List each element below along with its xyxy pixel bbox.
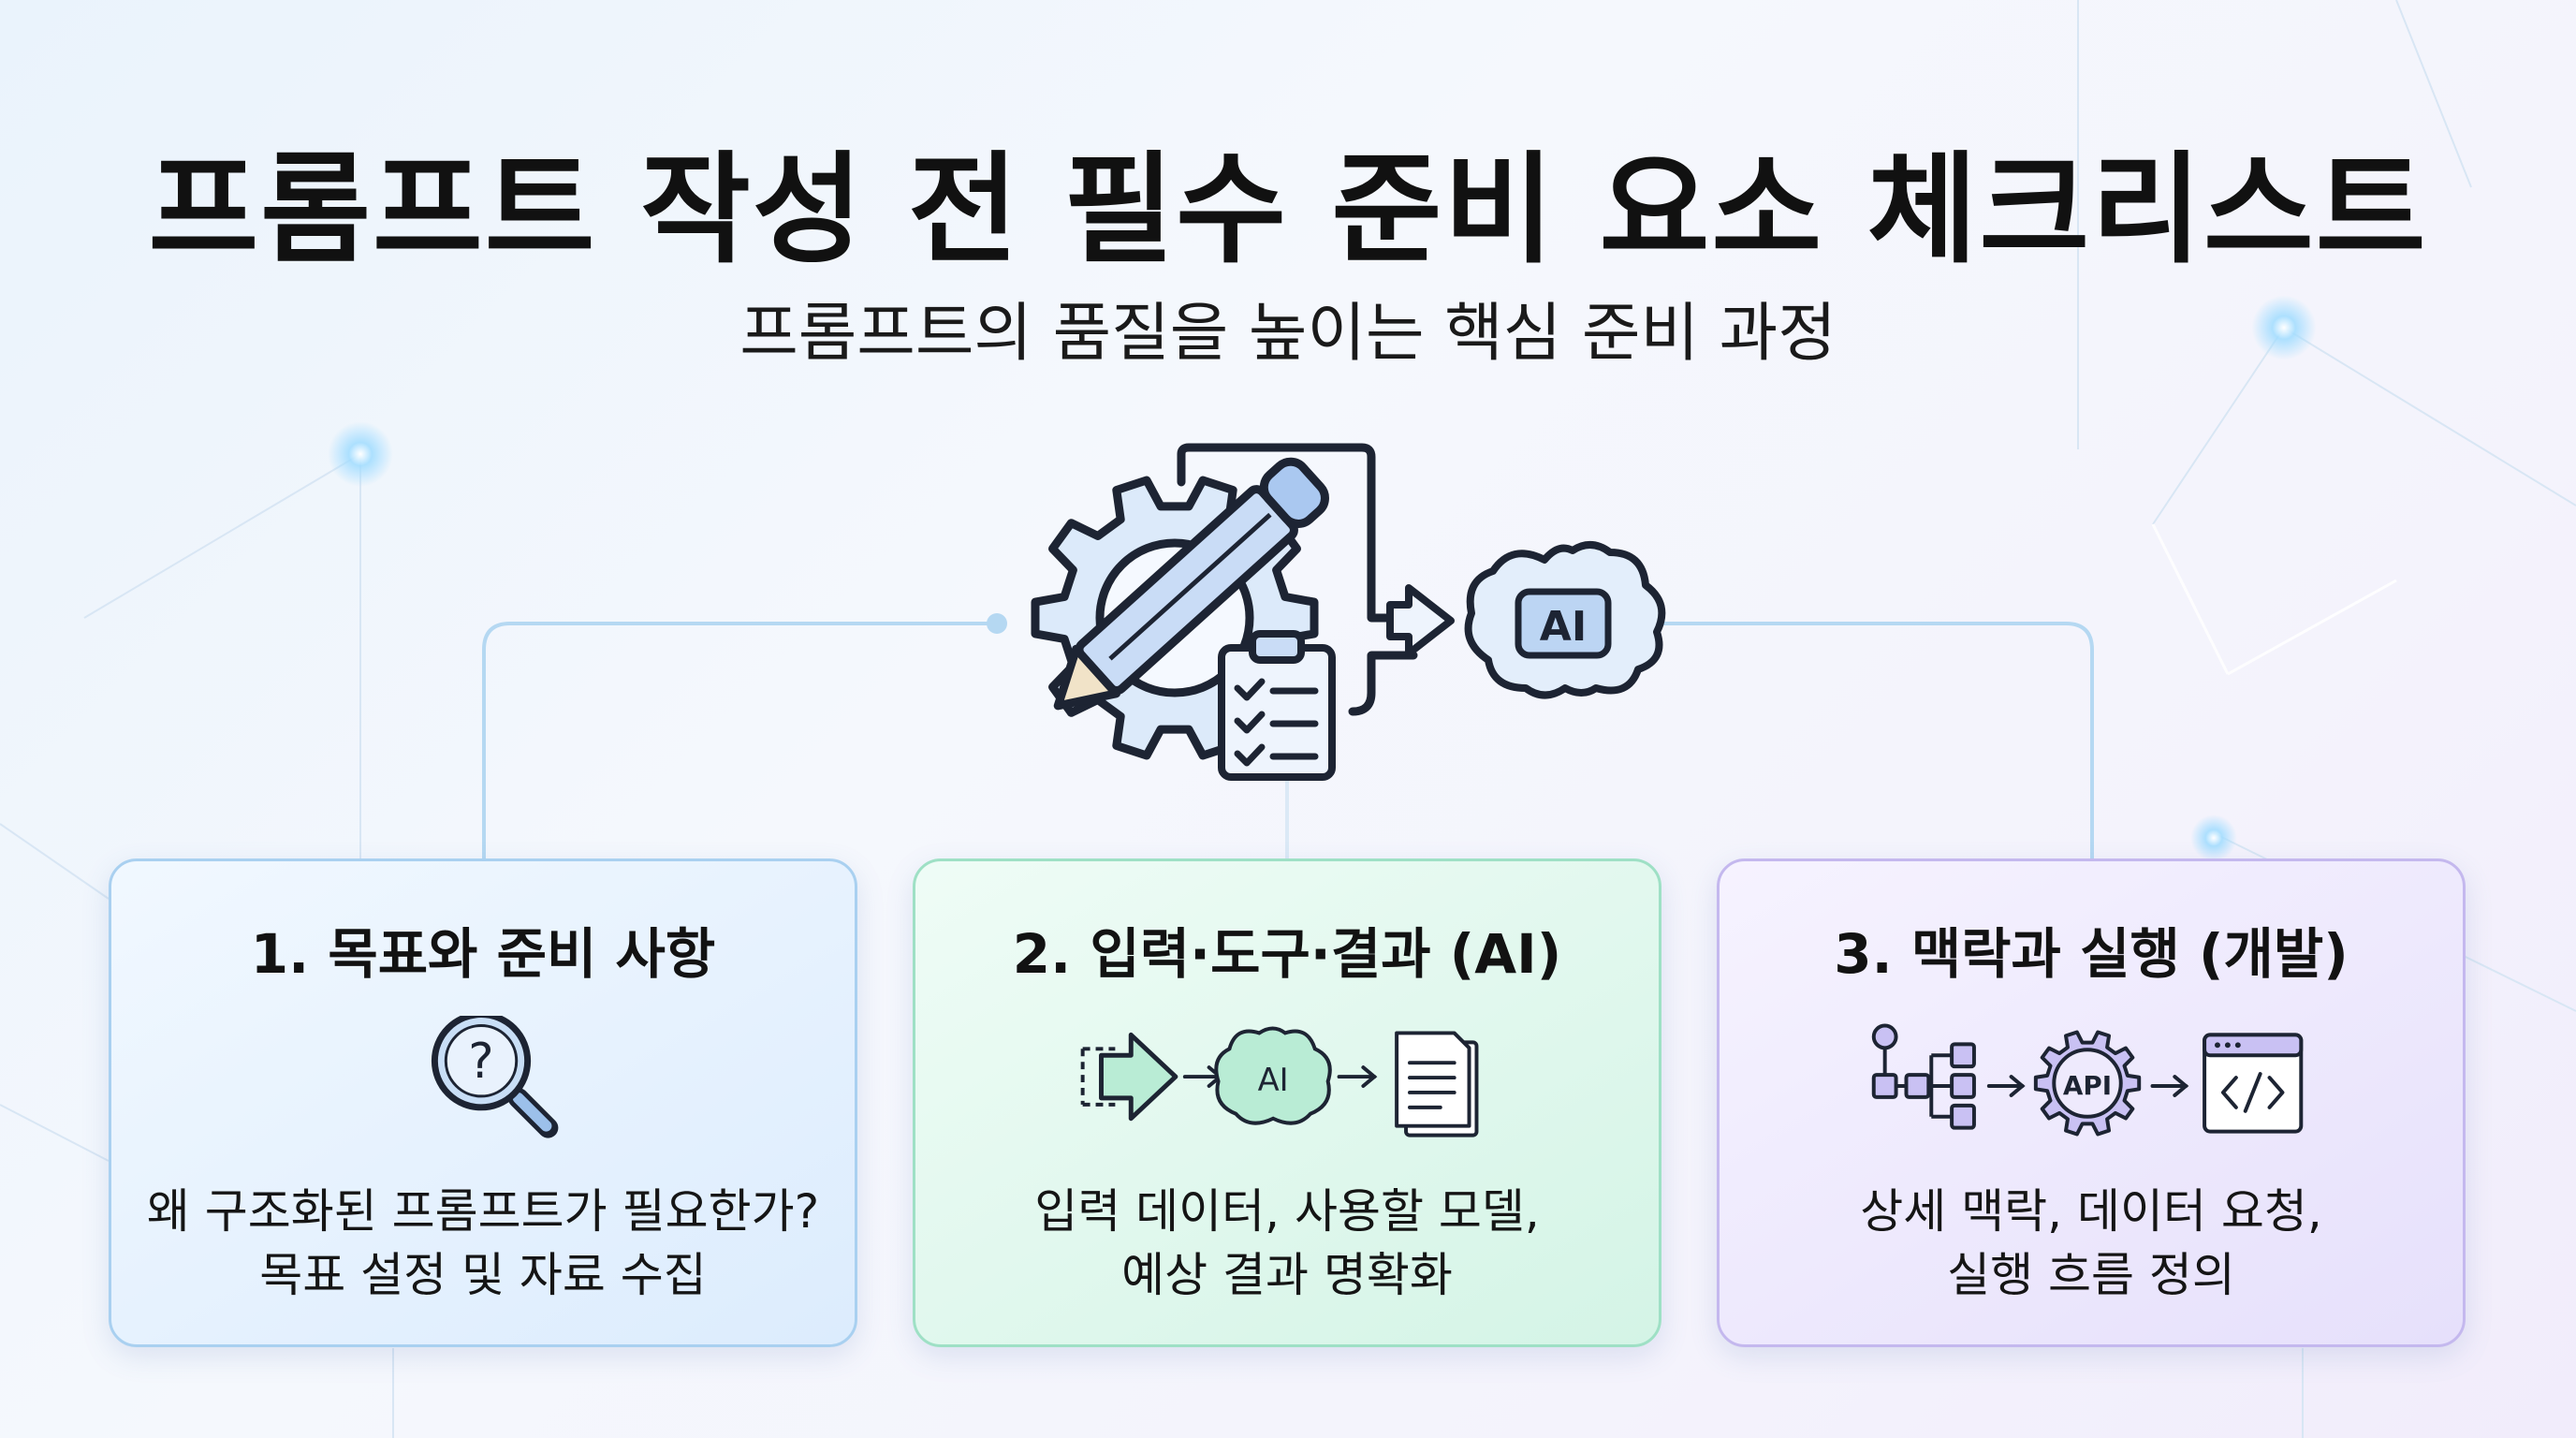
card-description: 왜 구조화된 프롬프트가 필요한가? 목표 설정 및 자료 수집 <box>146 1184 820 1302</box>
ai-brain-icon: AI <box>1464 541 1666 699</box>
input-arrow-icon <box>1080 1032 1178 1122</box>
clipboard-checklist-icon <box>1218 630 1336 781</box>
glow-dot-lower-right <box>2190 814 2237 861</box>
flow-arrow <box>1177 443 1442 716</box>
document-icon <box>1395 1031 1479 1137</box>
arrow-right-icon <box>1386 584 1455 657</box>
magnifier-question-icon: ? <box>431 1016 559 1138</box>
card-title: 3. 맥락과 실행 (개발) <box>1834 922 2349 986</box>
card-description: 입력 데이터, 사용할 모델, 예상 결과 명확화 <box>1034 1184 1540 1302</box>
page-title: 프롬프트 작성 전 필수 준비 요소 체크리스트 <box>148 140 2428 280</box>
page-subtitle: 프롬프트의 품질을 높이는 핵심 준비 과정 <box>739 297 1837 371</box>
ai-brain-icon: AI <box>1214 1026 1332 1125</box>
card-goals: 1. 목표와 준비 사항 ? 왜 구조화된 프롬프트가 필요한가? 목표 설정 … <box>109 858 857 1347</box>
dev-workflow-icons: API <box>1871 1023 2304 1137</box>
svg-text:API: API <box>2063 1070 2112 1101</box>
ai-workflow-icons: AI <box>1080 1026 1479 1137</box>
workflow-icon <box>1871 1023 1976 1130</box>
svg-text:AI: AI <box>1258 1062 1289 1098</box>
code-window-icon <box>2203 1033 2304 1134</box>
card-description: 상세 맥락, 데이터 요청, 실행 흐름 정의 <box>1860 1184 2322 1302</box>
api-gear-icon: API <box>2033 1030 2142 1137</box>
glow-dot-left <box>328 421 393 487</box>
glow-dot-right <box>2251 295 2317 360</box>
card-title: 2. 입력·도구·결과 (AI) <box>1012 922 1562 986</box>
card-input-tool-result: 2. 입력·도구·결과 (AI) AI <box>913 858 1661 1347</box>
card-title: 1. 목표와 준비 사항 <box>250 922 716 986</box>
svg-text:?: ? <box>468 1034 493 1090</box>
brain-label: AI <box>1540 603 1587 651</box>
pencil-icon <box>1053 457 1329 711</box>
card-context-execution: 3. 맥락과 실행 (개발) API <box>1717 858 2466 1347</box>
